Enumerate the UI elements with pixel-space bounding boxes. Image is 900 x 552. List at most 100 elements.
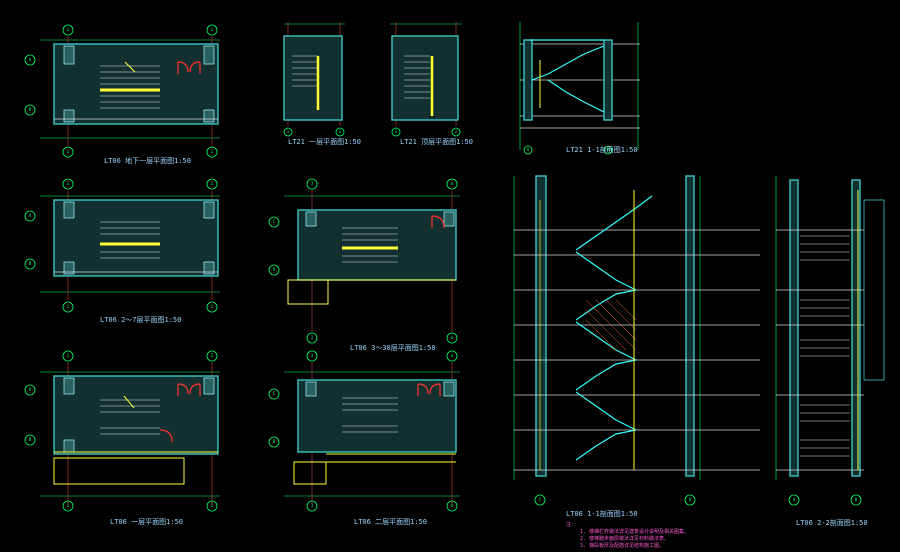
svg-text:B: B (29, 107, 32, 112)
caption: LT06 一层平面图1:50 (110, 518, 183, 526)
svg-text:4: 4 (451, 503, 454, 508)
svg-text:2: 2 (455, 129, 458, 134)
axis-bubble: 1 (391, 127, 401, 137)
axis-bubble: A (24, 54, 36, 66)
svg-text:1: 1 (287, 129, 290, 134)
svg-text:1: 1 (67, 27, 70, 32)
axis-bubble: A (24, 210, 36, 222)
svg-text:D: D (689, 497, 692, 502)
axis-bubble: 1 (62, 350, 74, 362)
svg-text:3: 3 (311, 335, 314, 340)
caption: LT06 3～30层平面图1:50 (350, 344, 436, 352)
plan-lt21-top: 1 2 LT21 顶层平面图1:50 (390, 22, 473, 146)
axis-bubble: 3 (306, 178, 318, 190)
axis-bubble: 2 (206, 146, 218, 158)
svg-text:1: 1 (395, 129, 398, 134)
axis-bubble: C (268, 388, 280, 400)
svg-text:3: 3 (311, 503, 314, 508)
axis-bubble: D (268, 264, 280, 276)
caption: LT06 地下一层平面图1:50 (104, 156, 191, 165)
section-lt21: A B LT21 1-1剖面图1:50 (519, 22, 640, 155)
axis-bubble: 2 (206, 301, 218, 313)
svg-text:3: 3 (311, 353, 314, 358)
axis-bubble: 2 (206, 350, 218, 362)
note-line: 2. 楼梯踏步面层做法详见材料做法表。 (580, 535, 669, 542)
svg-text:2: 2 (211, 181, 214, 186)
note-line: 1. 楼梯栏杆做法详见建筑设计说明及相关图集。 (580, 528, 689, 535)
plan-floors-3-30: 3 4 C D 3 4 LT06 3～30层平面图1:50 (268, 178, 460, 352)
svg-text:2: 2 (211, 27, 214, 32)
caption: LT21 一层平面图1:50 (288, 138, 361, 146)
svg-text:3: 3 (311, 181, 314, 186)
svg-text:D: D (273, 439, 276, 444)
axis-bubble: 4 (446, 332, 458, 344)
svg-text:B: B (29, 261, 32, 266)
plan-second-floor: 3 4 C D 3 4 LT06 二层平面图1:50 (268, 350, 460, 526)
svg-text:2: 2 (211, 503, 214, 508)
svg-text:2: 2 (339, 129, 342, 134)
axis-bubble: 2 (206, 178, 218, 190)
axis-bubble: B (24, 104, 36, 116)
axis-bubble: A (788, 494, 800, 506)
plan-ground-floor: 1 2 A B 1 2 LT06 一层平面图1:50 (24, 350, 220, 526)
axis-bubble: 3 (306, 332, 318, 344)
axis-bubble: B (850, 494, 862, 506)
axis-bubble: 2 (206, 500, 218, 512)
axis-bubble: D (268, 436, 280, 448)
svg-text:A: A (527, 147, 530, 152)
axis-bubble: 1 (62, 178, 74, 190)
svg-text:A: A (29, 213, 32, 218)
svg-text:B: B (607, 147, 610, 152)
axis-bubble: B (24, 434, 36, 446)
note-heading: 注： (566, 521, 576, 528)
axis-bubble: 1 (62, 301, 74, 313)
plan-lt21-basement: 1 2 LT21 一层平面图1:50 (283, 22, 361, 146)
axis-bubble: A (24, 384, 36, 396)
note-line: 3. 梯段板厚及配筋详见结构施工图。 (580, 542, 664, 549)
plan-basement: 1 2 A B 1 2 LT06 地下一层平面图1:50 (24, 24, 220, 165)
caption: LT06 2-2剖面图1:50 (796, 518, 868, 527)
axis-bubble: B (603, 145, 613, 155)
svg-text:4: 4 (451, 353, 454, 358)
axis-bubble: D (684, 494, 696, 506)
axis-bubble: 3 (306, 350, 318, 362)
svg-text:4: 4 (451, 181, 454, 186)
svg-text:1: 1 (67, 149, 70, 154)
svg-text:D: D (273, 267, 276, 272)
plan-floors-2-7: 1 2 A B 1 2 LT06 2～7层平面图1:50 (24, 178, 220, 324)
axis-bubble: C (534, 494, 546, 506)
caption: LT06 二层平面图1:50 (354, 518, 427, 526)
section-2-2: A B LT06 2-2剖面图1:50 (775, 176, 885, 527)
svg-text:C: C (273, 219, 276, 224)
axis-bubble: A (523, 145, 533, 155)
svg-text:A: A (29, 387, 32, 392)
caption: LT06 1-1剖面图1:50 (566, 509, 638, 518)
svg-text:2: 2 (211, 353, 214, 358)
svg-text:B: B (855, 497, 858, 502)
svg-text:A: A (793, 497, 796, 502)
svg-text:4: 4 (451, 335, 454, 340)
svg-text:1: 1 (67, 353, 70, 358)
svg-text:C: C (273, 391, 276, 396)
svg-text:1: 1 (67, 304, 70, 309)
svg-text:1: 1 (67, 503, 70, 508)
section-1-1: C D LT06 1-1剖面图1:50 注： 1. 楼梯栏杆做法详见建筑设计说明… (513, 175, 760, 549)
axis-bubble: 4 (446, 500, 458, 512)
axis-bubble: 1 (283, 127, 293, 137)
axis-bubble: C (268, 216, 280, 228)
svg-text:2: 2 (211, 304, 214, 309)
axis-bubble: 1 (62, 146, 74, 158)
axis-bubble: 2 (335, 127, 345, 137)
svg-text:C: C (539, 497, 542, 502)
axis-bubble: 4 (446, 350, 458, 362)
hatched-flight (585, 299, 637, 351)
axis-bubble: 3 (306, 500, 318, 512)
axis-bubble: 1 (62, 24, 74, 36)
svg-text:1: 1 (67, 181, 70, 186)
axis-bubble: 2 (451, 127, 461, 137)
caption: LT21 1-1剖面图1:50 (566, 145, 638, 154)
svg-text:B: B (29, 437, 32, 442)
axis-bubble: 1 (62, 500, 74, 512)
svg-text:A: A (29, 57, 32, 62)
axis-bubble: 4 (446, 178, 458, 190)
